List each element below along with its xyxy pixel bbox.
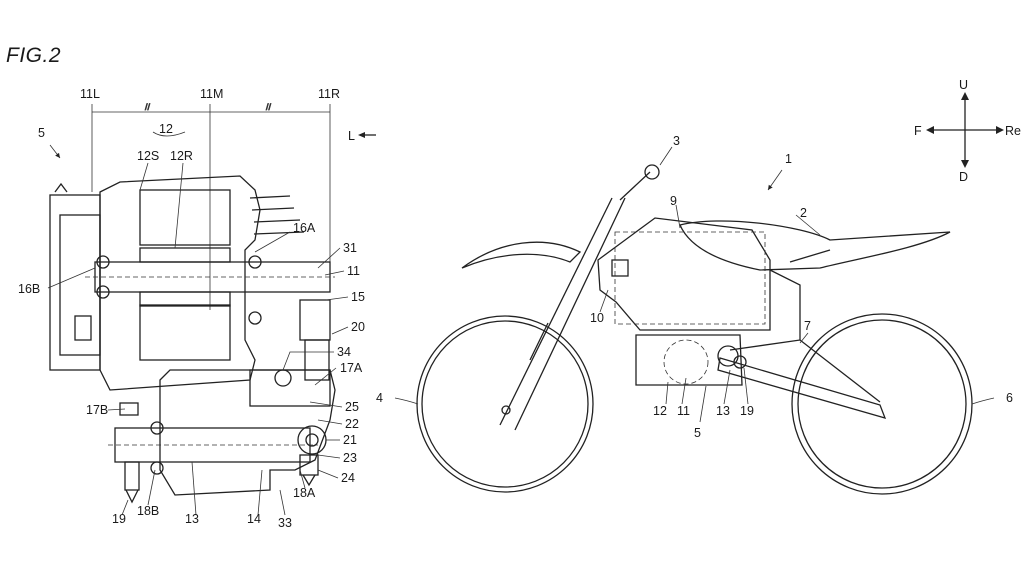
direction-compass (926, 92, 1004, 168)
callout-12-left: 12 (159, 122, 173, 136)
callout-7: 7 (804, 319, 811, 333)
callout-3: 3 (673, 134, 680, 148)
callout-16B: 16B (18, 282, 40, 296)
callout-12-right: 12 (653, 404, 667, 418)
direction-labels: U D F Re L (348, 78, 1021, 184)
motorcycle-side-view (416, 164, 973, 495)
callout-10: 10 (590, 311, 604, 325)
label-rear: Re (1005, 124, 1021, 138)
callout-14: 14 (247, 512, 261, 526)
left-direction-arrow (358, 132, 376, 138)
callout-34: 34 (337, 345, 351, 359)
callout-5-right: 5 (694, 426, 701, 440)
label-down: D (959, 170, 968, 184)
callout-15: 15 (351, 290, 365, 304)
callout-24: 24 (341, 471, 355, 485)
left-callout-labels: 5 12 12S 12R 16A 31 11 16B 15 20 34 17A … (18, 122, 365, 530)
callout-12R: 12R (170, 149, 193, 163)
callout-2: 2 (800, 206, 807, 220)
section-labels: 11L 11M 11R (80, 87, 340, 101)
callout-5-left: 5 (38, 126, 45, 140)
label-11L: 11L (80, 87, 100, 101)
label-front: F (914, 124, 922, 138)
svg-text://: // (145, 102, 151, 112)
left-leader-lines (47, 131, 349, 516)
callout-1: 1 (785, 152, 792, 166)
callout-22: 22 (345, 417, 359, 431)
callout-20: 20 (351, 320, 365, 334)
right-leader-lines (394, 146, 995, 423)
callout-12S: 12S (137, 149, 159, 163)
callout-17B: 17B (86, 403, 108, 417)
power-unit-section: // // (49, 102, 336, 504)
callout-9: 9 (670, 194, 677, 208)
label-11M: 11M (200, 87, 223, 101)
callout-11-right: 11 (677, 404, 690, 418)
label-up: U (959, 78, 968, 92)
callout-33: 33 (278, 516, 292, 530)
callout-4: 4 (376, 391, 383, 405)
callout-21: 21 (343, 433, 357, 447)
callout-17A: 17A (340, 361, 363, 375)
callout-19-left: 19 (112, 512, 126, 526)
callout-31: 31 (343, 241, 357, 255)
right-callout-labels: 1 3 2 9 10 4 6 7 12 11 5 13 19 (376, 134, 1013, 440)
label-11R: 11R (318, 87, 340, 101)
callout-13-right: 13 (716, 404, 730, 418)
callout-6: 6 (1006, 391, 1013, 405)
callout-18B: 18B (137, 504, 159, 518)
svg-text://: // (266, 102, 272, 112)
figure-title: FIG.2 (6, 44, 62, 67)
callout-25: 25 (345, 400, 359, 414)
callout-16A: 16A (293, 221, 316, 235)
callout-18A: 18A (293, 486, 316, 500)
callout-13-left: 13 (185, 512, 199, 526)
callout-19-right: 19 (740, 404, 754, 418)
callout-11-left: 11 (347, 264, 360, 278)
callout-23: 23 (343, 451, 357, 465)
label-left: L (348, 129, 355, 143)
